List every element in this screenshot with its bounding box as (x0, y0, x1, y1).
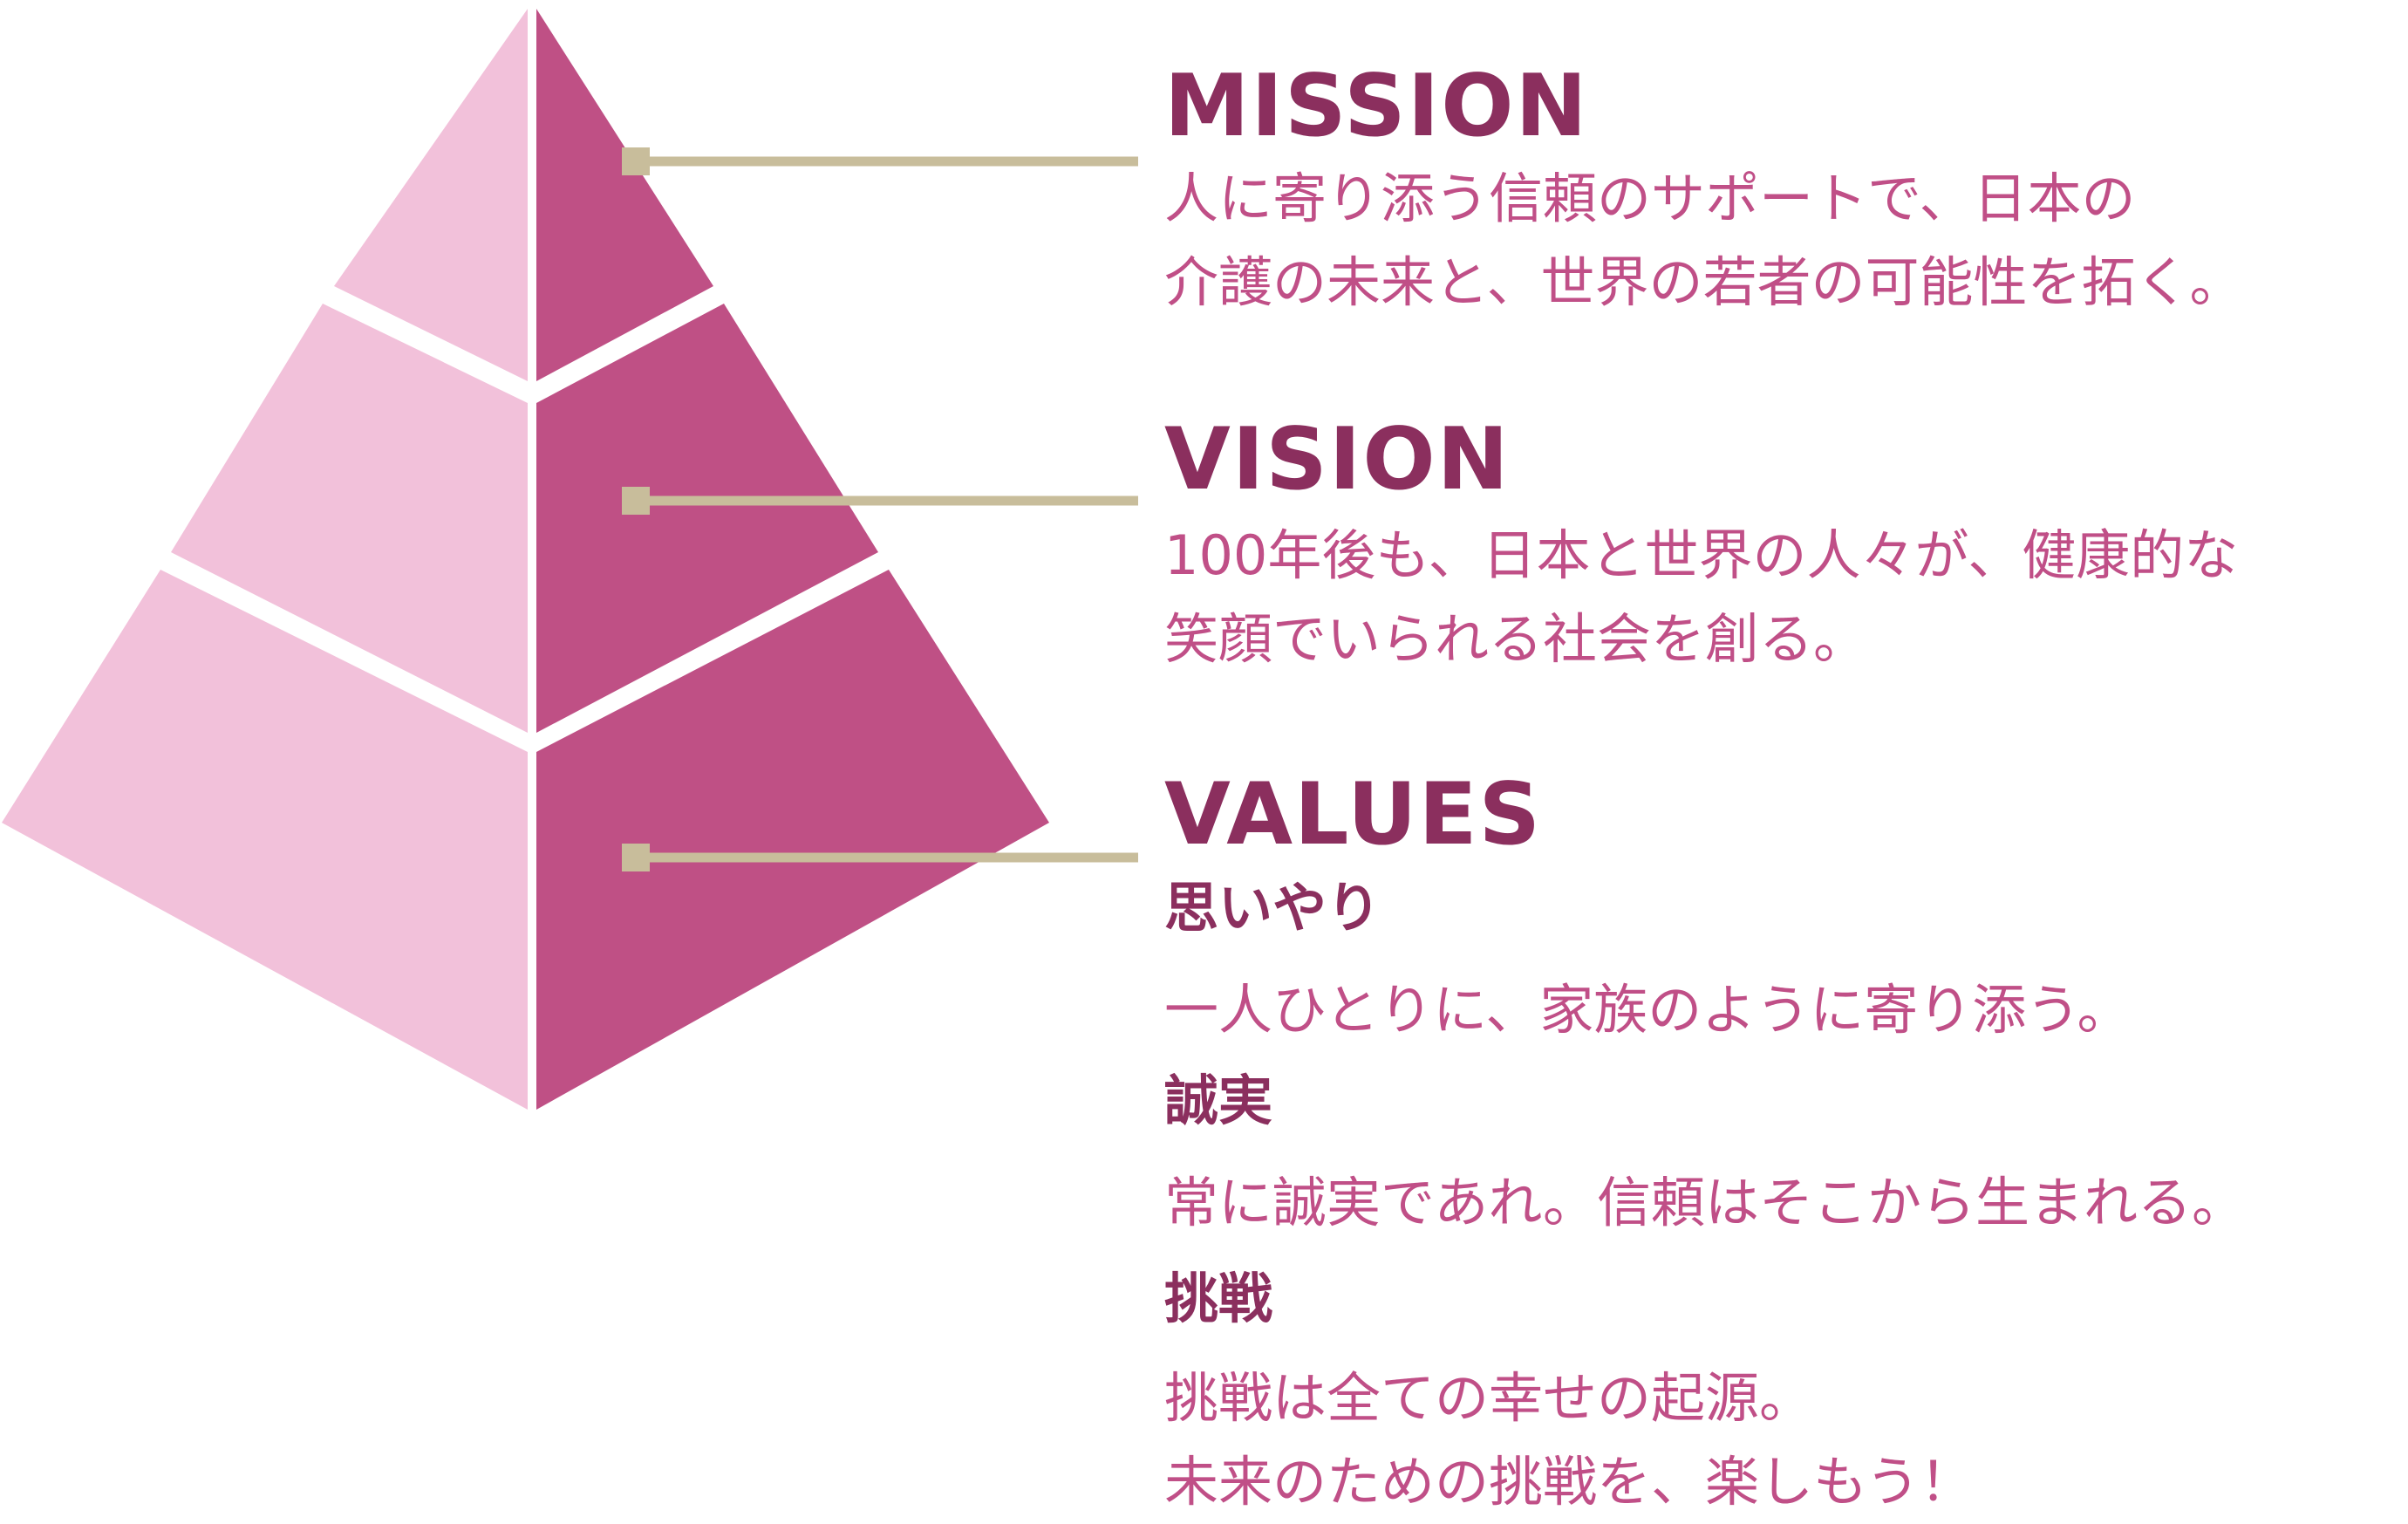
value-3-description: 挑戦は全ての幸せの起源。 未来のための挑戦を、楽しもう！ (1164, 1357, 1974, 1524)
pyramid-bottom-left-face (2, 570, 528, 1110)
value-1-description: 一人ひとりに、家族のように寄り添う。 (1164, 978, 2132, 1042)
vision-line-2: 笑顔でいられる社会を創る。 (1164, 607, 1868, 671)
pyramid-middle-right-face (536, 304, 878, 733)
values-connector-marker (622, 844, 650, 871)
values-heading: VALUES (1164, 765, 1543, 865)
mission-line-2: 介護の未来と、世界の若者の可能性を拓く。 (1164, 250, 2244, 314)
value-3-title: 挑戦 (1164, 1267, 1273, 1330)
mission-connector-marker (622, 147, 650, 175)
value-2-description: 常に誠実であれ。信頼はそこから生まれる。 (1164, 1171, 2247, 1234)
pyramid-top-right-face (536, 9, 713, 381)
mission-line-1: 人に寄り添う信頼のサポートで、日本の (1164, 167, 2136, 230)
vision-connector-marker (622, 487, 650, 515)
value-2-title: 誠実 (1164, 1069, 1273, 1132)
vision-description: 100年後も、日本と世界の人々が、健康的な 笑顔でいられる社会を創る。 (1164, 514, 2238, 681)
value-3-line-2: 未来のための挑戦を、楽しもう！ (1164, 1450, 1975, 1514)
pyramid-bottom-right-face (536, 570, 1049, 1110)
pyramid-middle-left-face (171, 304, 528, 733)
vision-heading: VISION (1164, 410, 1511, 509)
mission-description: 人に寄り添う信頼のサポートで、日本の 介護の未来と、世界の若者の可能性を拓く。 (1164, 157, 2244, 325)
value-3-line-1: 挑戦は全ての幸せの起源。 (1164, 1366, 1814, 1430)
pyramid-top-left-face (334, 9, 528, 381)
value-1-title: 思いやり (1164, 876, 1381, 940)
vision-line-1: 100年後も、日本と世界の人々が、健康的な (1164, 523, 2239, 587)
mission-heading: MISSION (1164, 57, 1589, 156)
